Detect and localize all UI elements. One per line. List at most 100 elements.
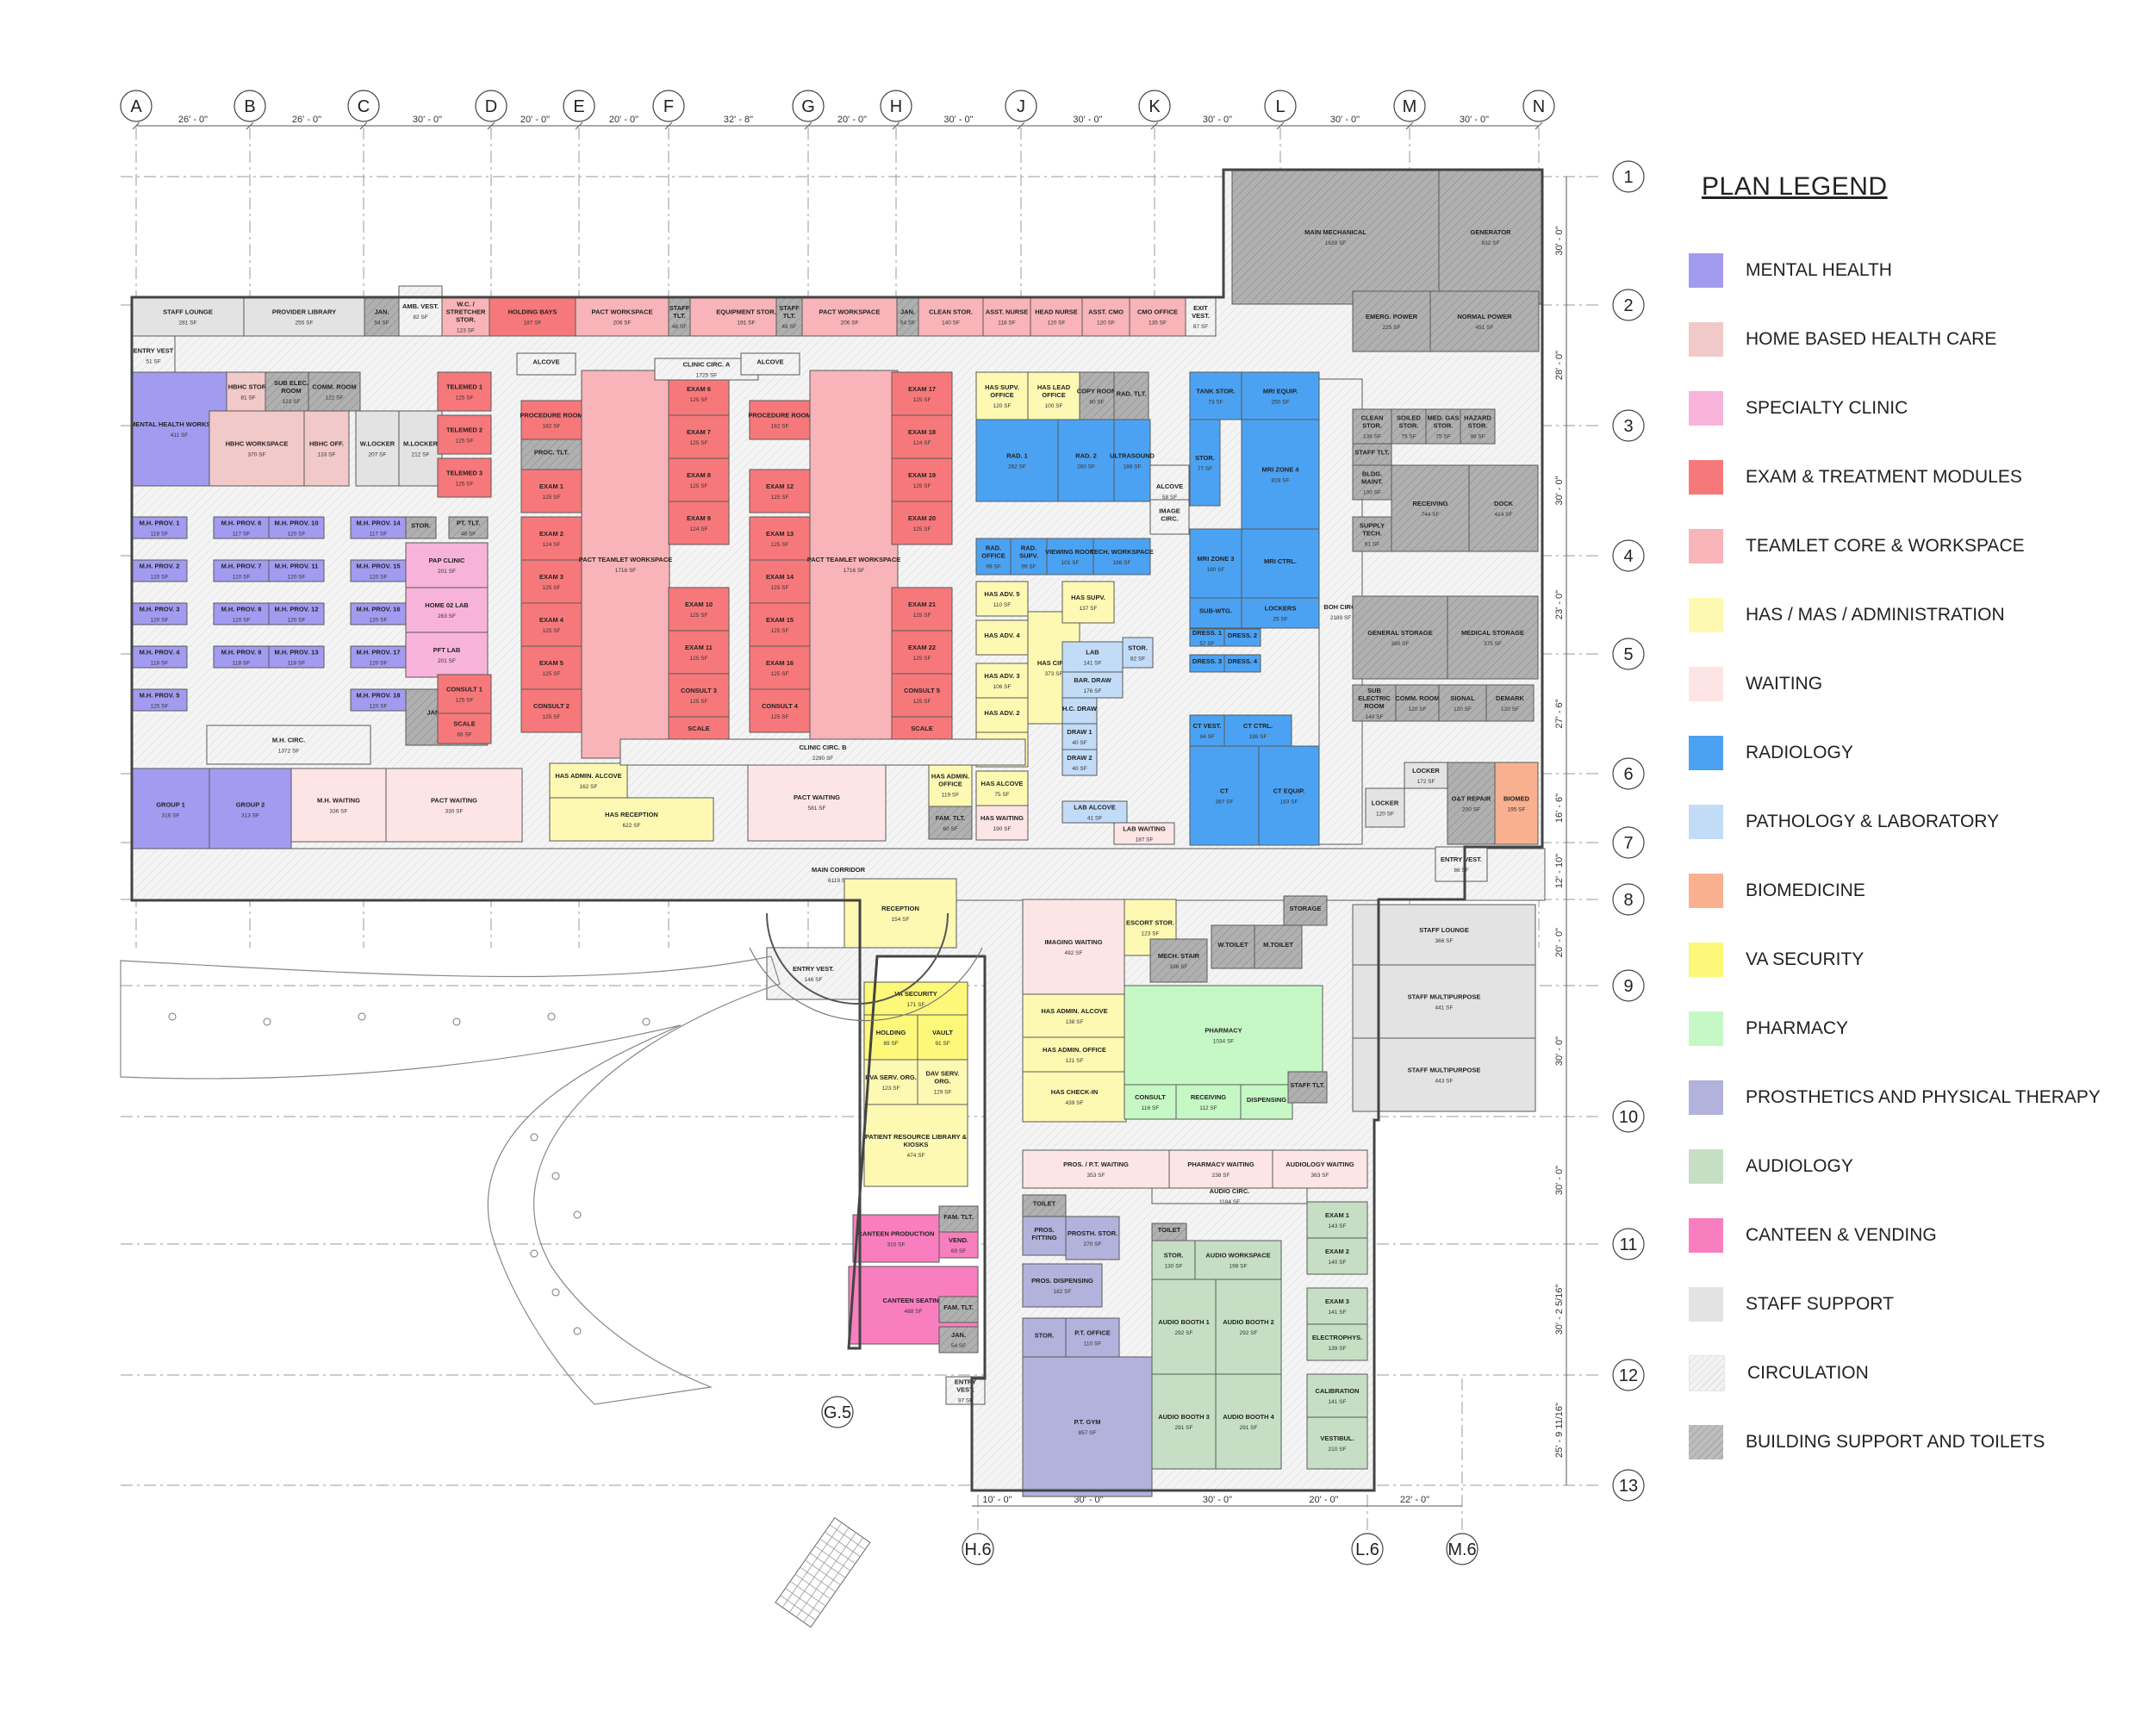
room-name: COMM. ROOM	[312, 383, 356, 391]
room: DISPENSING	[1240, 1084, 1293, 1120]
room-name: COMM. ROOM	[1395, 694, 1439, 702]
grid-bubble-label: M.6	[1447, 1540, 1476, 1559]
legend-item-pharmacy: PHARMACY	[1680, 994, 2145, 1063]
room-area: 51 SF	[146, 359, 160, 365]
room-name: ENTRY VEST.	[793, 965, 834, 973]
room-area: 291 SF	[1240, 1425, 1258, 1431]
room: DRESS. 157 SF	[1189, 628, 1225, 647]
room-name: CLINIC CIRC. A	[683, 361, 731, 369]
dimension-label: 30' - 0"	[1074, 1495, 1103, 1505]
room: AUDIO CIRC.1184 SF	[1151, 1187, 1308, 1205]
room-area: 125 SF	[543, 495, 561, 501]
room-name: HAS ADMIN. ALCOVE	[1041, 1007, 1107, 1015]
legend-item-staff: STAFF SUPPORT	[1680, 1270, 2145, 1339]
room-name: LAB	[1086, 649, 1099, 656]
grid-bubble-label: C	[358, 97, 370, 116]
room-name: STOR.	[1195, 454, 1215, 462]
room-name: CONSULT 1	[446, 686, 482, 694]
room-area: 172 SF	[1417, 779, 1435, 785]
room-area: 118 SF	[151, 532, 169, 538]
room-area: 857 SF	[1079, 1430, 1097, 1436]
exterior-wall	[130, 168, 1544, 1492]
room-name: HAS SUPV.	[1071, 594, 1105, 601]
grid-bubble: 5	[1612, 638, 1645, 670]
room-area: 125 SF	[690, 397, 708, 403]
legend-item-specialty: SPECIALTY CLINIC	[1680, 374, 2145, 443]
reception-curve	[766, 912, 949, 1005]
room-name: CT	[1220, 787, 1229, 795]
room-area: 1716 SF	[844, 568, 865, 574]
legend-label: TEAMLET CORE & WORKSPACE	[1746, 536, 2025, 556]
room: ALCOVE	[740, 352, 800, 376]
room-area: 125 SF	[913, 526, 931, 532]
room-area: 292 SF	[1240, 1330, 1258, 1336]
room-name: W.LOCKER	[360, 440, 395, 448]
room-area: 87 SF	[1193, 324, 1208, 330]
room-area: 124 SF	[913, 440, 931, 446]
room-name: VA SECURITY	[894, 990, 937, 998]
room-area: 373 SF	[1045, 671, 1063, 677]
grid-bubble: 7	[1612, 826, 1645, 859]
room-area: 182 SF	[1054, 1289, 1072, 1295]
room: CT VEST.94 SF	[1189, 714, 1225, 747]
room-area: 120 SF	[1097, 320, 1115, 327]
room: ELECTROPHYS.139 SF	[1306, 1323, 1368, 1361]
room-name: CONSULT 2	[533, 702, 570, 710]
room-name: HBHC WORKSPACE	[226, 440, 289, 448]
room-name: STOR.	[1035, 1332, 1055, 1340]
room-area: 125 SF	[543, 714, 561, 720]
room-area: 187 SF	[1136, 837, 1154, 843]
room-name: TANK STOR.	[1196, 388, 1235, 395]
room-name: EXAM 3	[539, 573, 563, 581]
room-name: M.H. PROV. 13	[275, 649, 319, 656]
room-name: CLINIC CIRC. B	[800, 744, 848, 751]
dimension-label: 26' - 0"	[178, 115, 208, 125]
room-name: CT CTRL.	[1243, 722, 1273, 730]
room-area: 238 SF	[1212, 1173, 1230, 1179]
room-name: PROVIDER LIBRARY	[272, 308, 336, 316]
grid-bubble: H	[880, 90, 912, 122]
room-area: 262 SF	[1008, 464, 1026, 470]
room-area: 125 SF	[151, 704, 169, 710]
room-name: EXAM 10	[685, 600, 713, 608]
room: CLEAN STOR.140 SF	[918, 296, 984, 337]
room-name: M.H. PROV. 7	[221, 563, 262, 570]
room-area: 68 SF	[457, 732, 471, 738]
room-name: JAN.	[951, 1331, 966, 1339]
room-area: 146 SF	[805, 977, 823, 983]
legend-item-support: BUILDING SUPPORT AND TOILETS	[1680, 1408, 2145, 1477]
room-area: 75 SF	[994, 792, 1009, 798]
room-area: 439 SF	[1066, 1100, 1084, 1106]
room-name: PACT WORKSPACE	[592, 308, 653, 316]
dimension-label: 16' - 6"	[1554, 793, 1565, 823]
room-name: MAIN MECHANICAL	[1304, 228, 1366, 236]
room: JAN.54 SF	[896, 296, 919, 337]
room-name: HAS ADV. 5	[984, 590, 1019, 598]
room-name: M.H. PROV. 9	[221, 649, 262, 656]
room-name: CONSULT	[1135, 1093, 1166, 1101]
